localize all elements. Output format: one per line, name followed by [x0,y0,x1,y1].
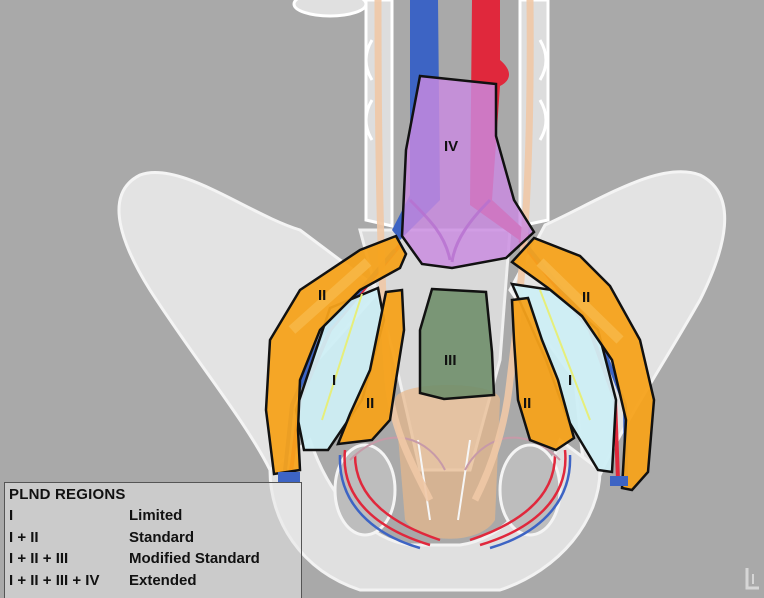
region-iii-area [420,289,494,399]
legend-row-name: Extended [129,570,197,592]
region-iii-label: III [444,352,457,369]
region-ii-right-outer-label: II [582,289,590,306]
region-ii-right-inner-label: II [523,395,531,412]
legend-row-name: Standard [129,527,194,549]
region-ii-left-inner-label: II [366,395,374,412]
region-i-left-label: I [332,372,336,389]
region-i-right-label: I [568,372,572,389]
legend-row-code: I + II + III [9,548,129,570]
right-vessel-ending [610,476,628,486]
legend-title: PLND REGIONS [9,485,301,505]
legend-row-code: I + II [9,527,129,549]
legend-row-name: Limited [129,505,182,527]
legend-row-name: Modified Standard [129,548,260,570]
legend-row-code: I + II + III + IV [9,570,129,592]
legend-row-code: I [9,505,129,527]
region-iv-label: IV [444,138,458,155]
region-ii-left-outer-label: II [318,287,326,304]
watermark-logo-icon [744,566,762,592]
left-vessel-ending [278,472,300,482]
